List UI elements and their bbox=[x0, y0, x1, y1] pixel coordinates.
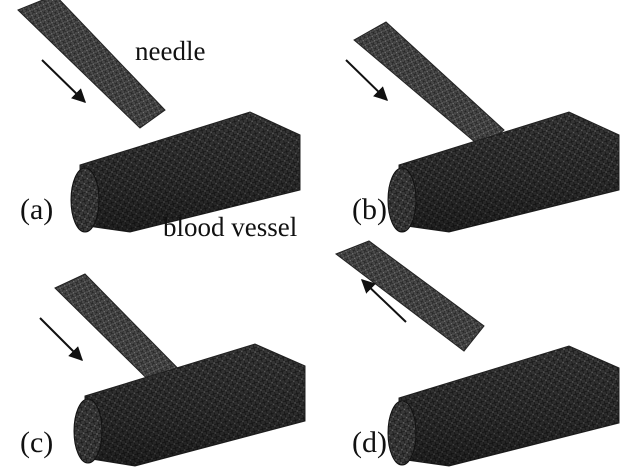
panel-a: (a) needle bbox=[0, 0, 313, 235]
needle-mesh bbox=[354, 22, 504, 148]
panel-caption: (a) bbox=[20, 195, 53, 225]
panel-c: (c) bbox=[0, 236, 313, 470]
panel-caption: (b) bbox=[352, 195, 387, 225]
blood-vessel-mesh bbox=[74, 344, 305, 466]
panel-d: (d) bbox=[314, 236, 627, 470]
panel-caption: (d) bbox=[352, 428, 387, 458]
panel-b: (b) bbox=[314, 0, 627, 235]
blood-vessel-mesh bbox=[388, 346, 619, 466]
arrow-icon bbox=[40, 318, 82, 360]
needle-label: needle bbox=[135, 38, 205, 65]
panel-caption: (c) bbox=[20, 428, 53, 458]
arrow-icon bbox=[346, 60, 387, 100]
needle-mesh bbox=[336, 241, 484, 351]
